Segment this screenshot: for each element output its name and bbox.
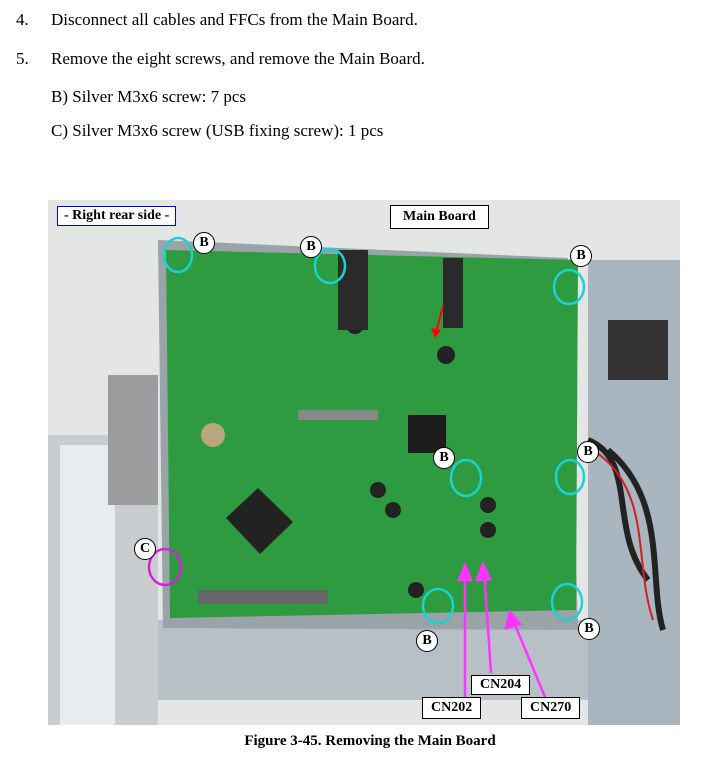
screw-marker-b: B xyxy=(300,236,322,258)
step-text: Remove the eight screws, and remove the … xyxy=(51,49,425,68)
circuit-board xyxy=(166,250,578,618)
step-number: 5. xyxy=(16,49,29,68)
side-label: - Right rear side - xyxy=(57,206,177,226)
screw-marker-b: B xyxy=(193,232,215,254)
sub-item-c: C) Silver M3x6 screw (USB fixing screw):… xyxy=(51,121,384,140)
figure-caption: Figure 3-45. Removing the Main Board xyxy=(244,733,496,749)
main-board-label: Main Board xyxy=(390,205,489,229)
cn202-label: CN202 xyxy=(422,697,482,719)
main-board-photo: - Right rear side - Main Board B B B B B… xyxy=(48,200,680,725)
screw-marker-b: B xyxy=(416,630,438,652)
screw-marker-b: B xyxy=(570,245,592,267)
cn204-label: CN204 xyxy=(471,675,531,695)
cn270-label: CN270 xyxy=(521,697,581,719)
step-text: Disconnect all cables and FFCs from the … xyxy=(51,10,418,29)
screw-marker-b: B xyxy=(577,441,599,463)
photo-illustration xyxy=(48,200,680,725)
step-number: 4. xyxy=(16,10,29,29)
sub-item-b: B) Silver M3x6 screw: 7 pcs xyxy=(51,87,247,106)
screw-marker-b: B xyxy=(433,447,455,469)
screw-marker-b: B xyxy=(578,618,600,640)
screw-marker-c: C xyxy=(134,538,156,560)
